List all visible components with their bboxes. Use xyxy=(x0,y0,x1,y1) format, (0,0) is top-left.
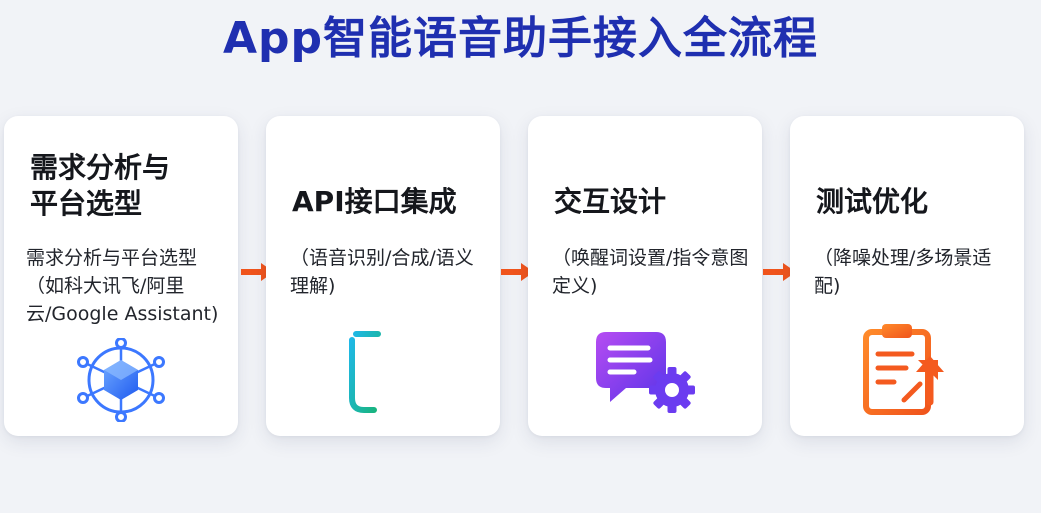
step-title-line1: 需求分析与 xyxy=(30,151,171,184)
step-title: API接口集成 xyxy=(292,185,457,218)
arrow-right-icon xyxy=(241,263,274,281)
step-card-interaction: 交互设计 （唤醒词设置/指令意图定义) xyxy=(528,116,762,436)
step-description: （语音识别/合成/语义理解) xyxy=(290,247,474,297)
step-title: 测试优化 xyxy=(816,185,929,218)
step-description: （降噪处理/多场景适配) xyxy=(814,247,992,297)
step-description: （唤醒词设置/指令意图定义) xyxy=(552,247,749,297)
step-card-api: API接口集成 （语音识别/合成/语义理解) xyxy=(266,116,500,436)
arrow-right-icon xyxy=(501,263,534,281)
step-title-line2: 平台选型 xyxy=(30,187,143,220)
step-card-requirements: 需求分析与 平台选型 需求分析与平台选型（如科大讯飞/阿里云/Google As… xyxy=(4,116,238,436)
step-description: 需求分析与平台选型（如科大讯飞/阿里云/Google Assistant) xyxy=(26,247,219,325)
step-card-testing: 测试优化 （降噪处理/多场景适配) xyxy=(790,116,1024,436)
clipboard-trend-icon xyxy=(863,324,944,415)
page-title: App智能语音助手接入全流程 xyxy=(222,13,819,64)
arrow-right-icon xyxy=(763,263,796,281)
hexagon-network-icon xyxy=(77,338,165,422)
step-title: 交互设计 xyxy=(554,185,667,218)
chat-gear-icon xyxy=(596,332,695,413)
voice-waveform-icon xyxy=(349,331,428,413)
